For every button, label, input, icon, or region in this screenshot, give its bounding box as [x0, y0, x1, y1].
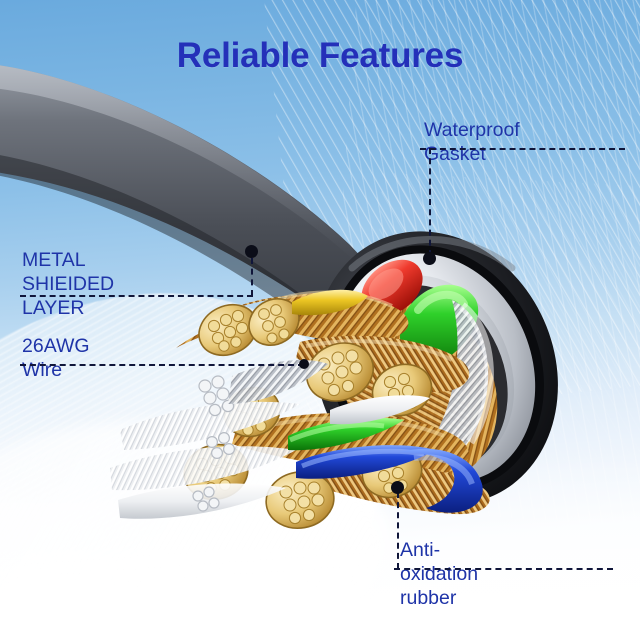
callout-marker-dot: [299, 359, 309, 369]
wire-blue-large: [400, 448, 483, 513]
callout-leader-vertical: [429, 148, 431, 256]
callout-label-anti-oxidation-rubber: Anti-oxidation rubber: [400, 539, 479, 609]
callout-label-26awg-wire: 26AWG Wire: [22, 335, 90, 381]
silver-strand-face-c: [192, 486, 220, 512]
strand-face-a: [198, 303, 258, 357]
white-fiber-strands: [110, 360, 328, 519]
callout-marker-dot: [423, 252, 436, 265]
callout-marker-dot: [245, 245, 258, 258]
callout-leader-horizontal: [394, 568, 613, 570]
inner-color-wires: [288, 395, 483, 513]
callout-leader-vertical: [397, 492, 399, 569]
strand-face-f: [265, 471, 335, 529]
strand-face-c: [305, 342, 375, 402]
callout-leader-vertical: [251, 258, 253, 296]
callout-label-waterproof-gasket: Waterproof Gasket: [424, 119, 520, 165]
callout-leader-horizontal: [420, 148, 625, 150]
wire-white-small: [330, 395, 430, 425]
callout-leader-horizontal: [20, 295, 253, 297]
metal-shield-braid: [228, 360, 328, 404]
callout-leader-horizontal: [20, 364, 304, 366]
page-title: Reliable Features: [176, 36, 464, 75]
callout-label-metal-shielded-layer: METAL SHIEIDED LAYER: [22, 249, 115, 319]
callout-marker-dot: [391, 481, 404, 494]
silver-strand-face-b: [206, 432, 236, 460]
cable-jacket-body: [0, 65, 470, 430]
wire-yellow: [292, 289, 368, 316]
